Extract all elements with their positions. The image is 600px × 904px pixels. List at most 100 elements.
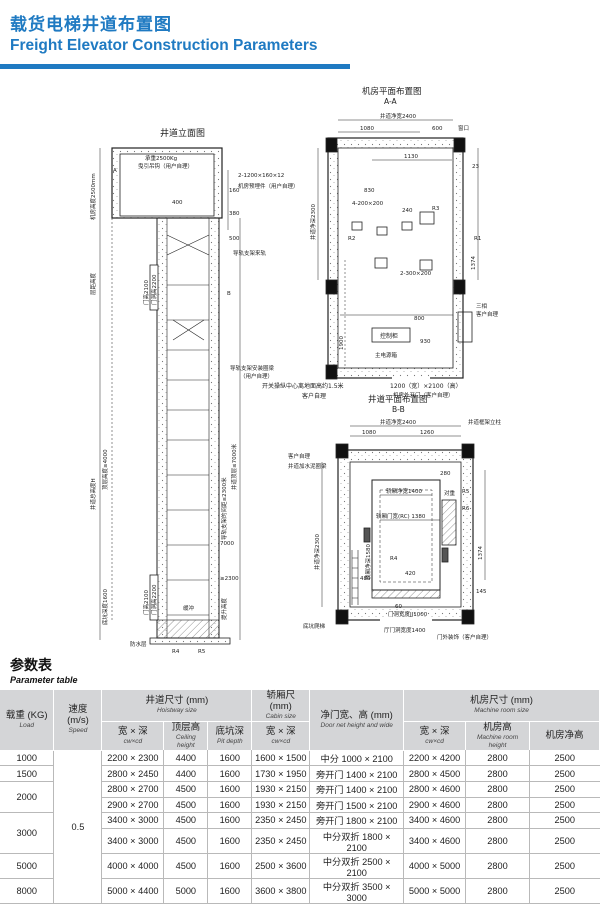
hp-left-note: 客户自理 [288, 452, 311, 460]
mr-window: 窗口 [458, 124, 469, 132]
cell-mr: 3400 × 4600 [403, 812, 466, 829]
cell-hw: 3400 × 3000 [101, 812, 164, 829]
cell-load: 3000 [0, 812, 54, 854]
label-top-h: 顶层高度≥4000 [101, 449, 109, 490]
label-vtext: 导轨支架的间距≤2300米 [220, 477, 228, 540]
cell-pit: 1600 [207, 781, 252, 798]
mr-sub: A-A [384, 97, 398, 106]
cell-pit: 1600 [207, 812, 252, 829]
mark-b: B [227, 291, 231, 297]
hp-width: 井道净宽2400 [380, 418, 416, 426]
dim-400: 400 [172, 200, 183, 206]
cell-pit: 1600 [207, 878, 252, 904]
dim-7000: 7000 [220, 541, 234, 547]
hp-dim-145: 145 [476, 589, 487, 595]
cell-mrh: 2800 [465, 812, 530, 829]
hp-dim-480: 480 [360, 576, 371, 582]
header-machine: 机房尺寸 (mm)Machine room size [403, 690, 600, 723]
cell-ceil: 4500 [163, 812, 208, 829]
cell-cab: 1600 × 1500 [251, 750, 310, 767]
cell-mrh: 2800 [465, 750, 530, 767]
hp-door-open: 门洞宽度JJ1000 [388, 610, 428, 618]
cell-mr: 4000 × 5000 [403, 853, 466, 879]
cell-pit: 1600 [207, 765, 252, 782]
mr-dim-1130: 1130 [404, 154, 418, 160]
cell-mrc: 2500 [529, 853, 600, 879]
label-door-h3: 门高2100 [142, 590, 150, 615]
mark-a: A [113, 168, 117, 174]
label-machine-h: 机房高度2500mm [89, 173, 97, 220]
hoistway-plan: 井道平面布置图 B-B [288, 394, 502, 641]
mr-r3: R3 [432, 206, 440, 212]
mr-title: 机房平面布置图 [362, 86, 422, 97]
label-beam-note: 机房预埋件（用户自理） [238, 182, 299, 190]
cell-door: 中分 1000 × 2100 [309, 750, 404, 767]
hp-outer-door: 门外装饰（客户自理） [437, 633, 492, 641]
cell-hw: 2800 × 2450 [101, 765, 164, 782]
cell-pit: 1600 [207, 853, 252, 879]
dim-2300: ≥2300 [220, 576, 239, 582]
mr-dim-600: 600 [432, 126, 443, 132]
mr-power2: 客户自理 [476, 310, 499, 318]
mr-door-note2: 机房外开门（客户自理） [393, 391, 454, 399]
mr-note2: 客户自理 [302, 392, 326, 400]
mr-power3: 三相 [476, 302, 488, 310]
cell-door: 中分双折 2500 × 2100 [309, 853, 404, 879]
hp-r4: R4 [390, 556, 398, 562]
label-hook: 承重2500Kg [145, 154, 177, 162]
cell-mrc: 2500 [529, 797, 600, 814]
mr-dim-1900: 1900 [339, 336, 345, 350]
cell-mr: 2800 × 4600 [403, 781, 466, 798]
mr-dim-930: 930 [420, 339, 431, 345]
cell-hw: 5000 × 4400 [101, 878, 164, 904]
hp-dim-1260: 1260 [420, 430, 434, 436]
machine-room-plan: 机房平面布置图 A-A 井道净宽2400 1080 [262, 86, 499, 400]
table-title-cn: 参数表 [10, 658, 52, 674]
header-hoistway: 井道尺寸 (mm)Hoistway size [101, 690, 253, 723]
label-rail-bracket: 导轨支架来轨 [233, 249, 267, 257]
cell-hw: 2200 × 2300 [101, 750, 164, 767]
cell-mrh: 2800 [465, 765, 530, 782]
cell-door: 旁开门 1500 × 2100 [309, 797, 404, 814]
hp-door-w: 轿厢门宽(RC) 1380 [376, 512, 426, 520]
page-title-cn: 载货电梯井道布置图 [10, 15, 172, 35]
cell-mrc: 2500 [529, 878, 600, 904]
hp-sub: B-B [392, 405, 405, 414]
cell-mrc: 2500 [529, 828, 600, 854]
label-beam: 2-1200×160×12 [238, 173, 284, 179]
mr-dim-2-300: 2-300×200 [400, 271, 432, 277]
hp-dim-1374: 1374 [478, 546, 484, 560]
cell-mrh: 2800 [465, 828, 530, 854]
dim-160: 160 [229, 188, 240, 194]
mr-dim-830: 830 [364, 188, 375, 194]
hp-r5: R5 [462, 489, 470, 495]
dim-380: 380 [229, 211, 240, 217]
header-speed: 速度 (m/s)Speed [53, 690, 103, 751]
cell-hw: 2900 × 2700 [101, 797, 164, 814]
label-r4: R4 [172, 649, 180, 655]
cell-door: 旁开门 1800 × 2100 [309, 812, 404, 829]
mr-dim-1374: 1374 [471, 256, 477, 270]
mr-dim-1080: 1080 [360, 126, 374, 132]
hp-door-open2: 厅门洞宽度1400 [384, 626, 426, 634]
cell-mrh: 2800 [465, 781, 530, 798]
cell-cab: 1930 × 2150 [251, 781, 310, 798]
label-rail-note: 导轨支架安装圈梁 [230, 364, 275, 372]
hp-left-note2: 井道加水泥圈梁 [288, 462, 327, 470]
cell-speed: 0.5 [53, 750, 102, 904]
technical-drawing: 井道立面图 [89, 86, 502, 655]
dim-500: 500 [229, 236, 240, 242]
label-door-h4: 门洞高2200 [150, 584, 158, 615]
label-stop2: 井道总高度H [89, 478, 97, 510]
hp-car-d: 轿厢净深1580 [364, 544, 372, 580]
label-door-h: 门高2100 [142, 280, 150, 305]
hp-title: 井道平面布置图 [368, 394, 428, 405]
mr-width: 井道净宽2400 [380, 112, 416, 120]
cell-mrc: 2500 [529, 781, 600, 798]
label-pit: 防水层 [130, 640, 147, 648]
